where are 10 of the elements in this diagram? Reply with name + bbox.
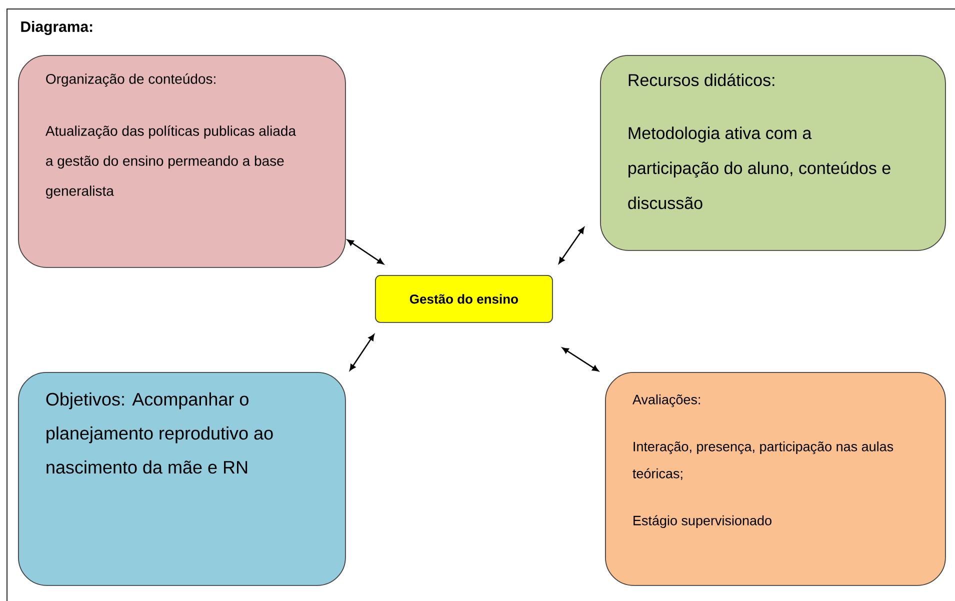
arrow bbox=[350, 334, 374, 371]
topic-box: Recursos didáticos: Metodologia ativa com a participação do aluno, conteúdos e discussão bbox=[600, 54, 946, 251]
topic-box: Objetivos: Acompanhar o planejamento reprodutivo ao nascimento da mãe e RN bbox=[18, 372, 346, 586]
topic-box: Avaliações: Interação, presença, participação nas aulas teóricas; Estágio supervisionado bbox=[605, 372, 946, 586]
arrow bbox=[347, 240, 384, 264]
topic-box: Organização de conteúdos: Atualização das políticas publicas aliada a gestão do ensino permeando a base generalista bbox=[18, 54, 346, 268]
center-box: Gestão do ensino bbox=[375, 274, 553, 323]
arrow bbox=[558, 227, 584, 264]
diagram-title: Diagrama: bbox=[21, 20, 92, 36]
arrow bbox=[562, 348, 599, 372]
